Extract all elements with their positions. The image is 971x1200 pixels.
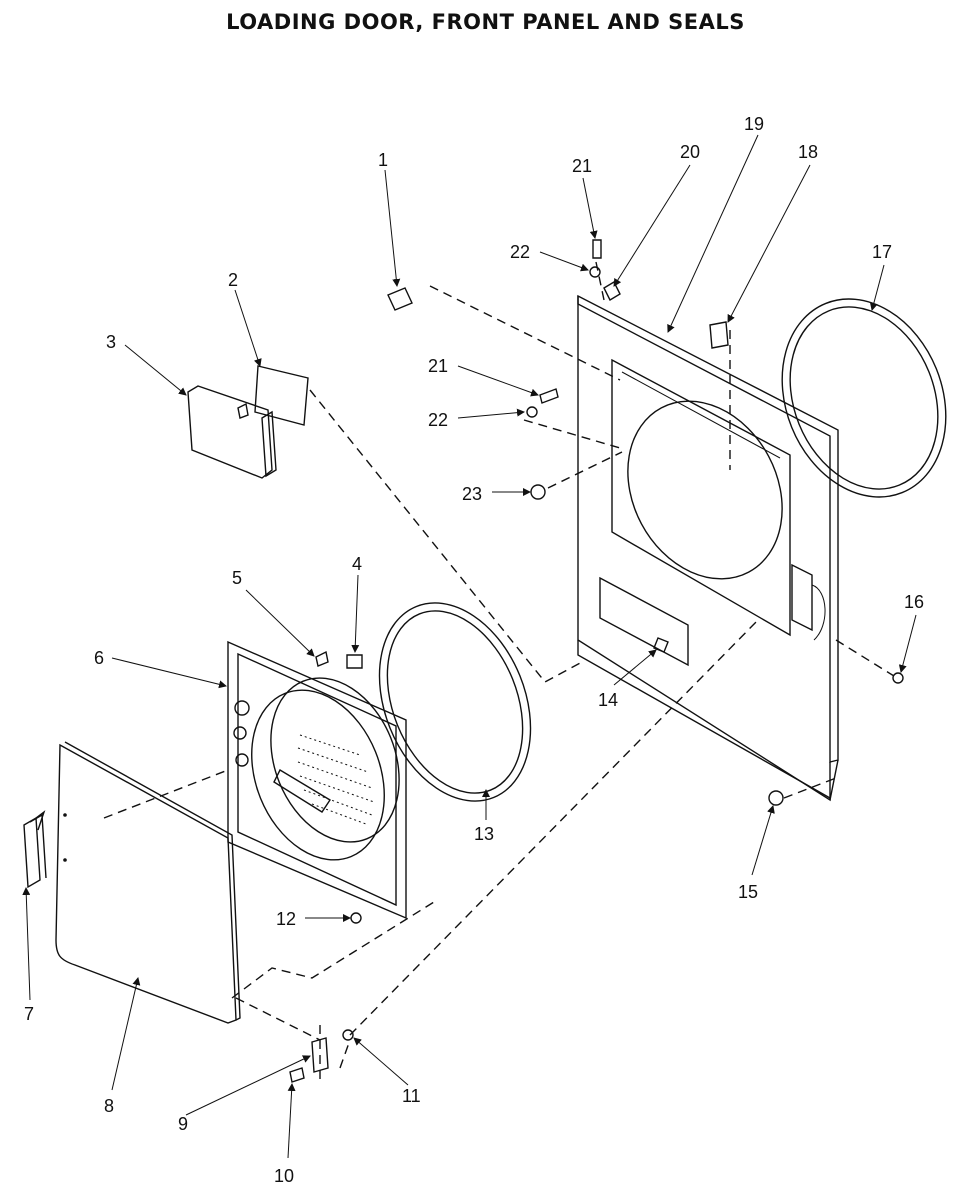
label-part-19: 19 (744, 114, 764, 134)
label-part-9: 9 (178, 1114, 188, 1134)
label-part-7: 7 (24, 1004, 34, 1024)
assembly-lines (103, 261, 895, 1085)
diagram-title: LOADING DOOR, FRONT PANEL AND SEALS (226, 10, 745, 34)
label-part-13: 13 (474, 824, 494, 844)
hardware-parts (187, 239, 904, 1083)
label-part-12: 12 (276, 909, 296, 929)
label-part-11: 11 (402, 1086, 421, 1106)
part-labels: 1 2 3 4 5 6 7 8 9 10 11 12 13 14 15 16 1… (24, 114, 924, 1186)
front-panel (577, 294, 839, 802)
label-part-3: 3 (106, 332, 116, 352)
label-part-18: 18 (798, 142, 818, 162)
label-part-14: 14 (598, 690, 618, 710)
label-part-22-top: 22 (510, 242, 530, 262)
label-part-1: 1 (378, 150, 388, 170)
rear-seal (781, 298, 947, 498)
label-part-21-top: 21 (572, 156, 592, 176)
label-part-20: 20 (680, 142, 700, 162)
label-part-6: 6 (94, 648, 104, 668)
label-part-4: 4 (352, 554, 362, 574)
outer-door (55, 741, 241, 1024)
leader-lines (22, 134, 917, 1159)
label-part-8: 8 (104, 1096, 114, 1116)
label-part-5: 5 (232, 568, 242, 588)
label-part-21-mid: 21 (428, 356, 448, 376)
door-seal (378, 602, 532, 802)
label-part-16: 16 (904, 592, 924, 612)
label-part-17: 17 (872, 242, 892, 262)
door-handle (23, 810, 47, 889)
label-part-2: 2 (228, 270, 238, 290)
label-part-23: 23 (462, 484, 482, 504)
label-part-15: 15 (738, 882, 758, 902)
label-part-10: 10 (274, 1166, 294, 1186)
inner-door-panel (227, 640, 407, 920)
label-part-22-mid: 22 (428, 410, 448, 430)
